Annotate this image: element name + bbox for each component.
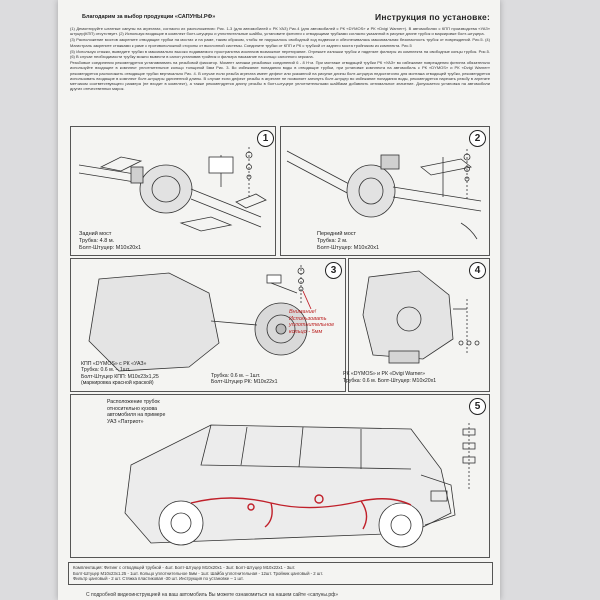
- step-number: 1: [257, 130, 274, 147]
- caption-line: УАЗ «Патриот»: [107, 418, 144, 425]
- caption-line: Трубка: 0.6 м. – 1шт.: [211, 373, 261, 379]
- caption-line: Передний мост: [317, 231, 357, 237]
- kit-line: Комплектация: Фитинг с отводящей трубкой…: [73, 565, 296, 570]
- video-note: С подробной видеоинструкцией на ваш авто…: [86, 592, 338, 598]
- warning-line: уплотнительное: [289, 322, 335, 328]
- kit-line: Фильтр цанговый - 2 шт. Стяжка пластиков…: [73, 576, 244, 582]
- gearbox-caption-b: Трубка: 0.6 м. – 1шт. Болт-Штуцер РК: М1…: [211, 373, 278, 386]
- caption-line: КПП «DYMOS» с РК «УАЗ»: [81, 361, 147, 367]
- caption-line: автомобиля на примере: [107, 412, 166, 418]
- caption-line: Болт-Штуцер: М10х20х1: [317, 245, 380, 251]
- caption-line: Задний мост: [79, 231, 112, 237]
- caption-line: (маркировка красной краской): [81, 379, 154, 386]
- page-title: Инструкция по установке:: [375, 12, 490, 22]
- gearbox-drawing: [88, 265, 312, 372]
- caption-line: Болт-Штуцер: М10х20х1: [79, 245, 142, 251]
- caption-line: РК «DYMOS» и РК «Dvigi Warner»: [343, 371, 425, 377]
- instruction-sheet: Благодарим за выбор продукции «САПУНЫ.РФ…: [58, 0, 500, 600]
- step-number: 4: [469, 262, 486, 279]
- caption-line: Болт-Штуцер РК: М10х22х1: [211, 379, 278, 386]
- front-axle-caption: Передний мост Трубка: 2 м. Болт-Штуцер: …: [317, 231, 379, 252]
- caption-line: Болт-Штуцер КПП: М10х23х1,25: [81, 373, 159, 380]
- transfer-case-caption: РК «DYMOS» и РК «Dvigi Warner» Трубка: 0…: [343, 371, 436, 384]
- front-axle-drawing: [286, 149, 482, 240]
- caption-line: Трубка: 0.6 м. – 1шт.: [81, 367, 131, 374]
- kit-line: Болт-Штуцер М10х23х1.25 - 1шт. Кольцо уп…: [73, 570, 324, 576]
- caption-line: Трубка: 4.8 м.: [79, 238, 115, 244]
- gearbox-caption-a: КПП «DYMOS» с РК «УАЗ» Трубка: 0.6 м. – …: [81, 361, 159, 386]
- panel-gearbox: 3 Внимание! Использовать уплотнительное …: [70, 258, 346, 392]
- panel-transfer-case: 4 РК «DYMOS» и РК «Dvigi Warner» Трубка:…: [343, 258, 490, 392]
- caption-line: Трубка: 2 м.: [317, 238, 348, 244]
- caption-line: Расположение трубок: [107, 399, 160, 405]
- intro-text: (1) Демонтируйте штатные сапуны на агрег…: [70, 26, 490, 92]
- step-number: 2: [469, 130, 486, 147]
- transfer-case-drawing: [362, 270, 480, 364]
- step-number: 3: [325, 262, 342, 279]
- intro-paragraph: (5) Используя стяжки, выведите трубки в …: [70, 48, 490, 60]
- caption-line: Трубка: 0.6 м. Болт-Штуцер: М10х20х1: [343, 377, 437, 384]
- intro-paragraph: (1) Демонтируйте штатные сапуны на агрег…: [70, 26, 490, 37]
- warning-note: Внимание! Использовать уплотнительное ко…: [289, 309, 334, 335]
- vehicle-drawing: [124, 423, 476, 548]
- rear-axle-caption: Задний мост Трубка: 4.8 м. Болт-Штуцер: …: [79, 231, 141, 252]
- warning-line: Использовать: [289, 315, 327, 322]
- thanks-text: Благодарим за выбор продукции «САПУНЫ.РФ…: [82, 14, 216, 20]
- panel-vehicle: 5 Расположение трубок относительно кузов…: [70, 394, 490, 558]
- kit-contents: Комплектация: Фитинг с отводящей трубкой…: [68, 562, 493, 585]
- intro-paragraph: Резьбовые соединения рекомендуется устан…: [70, 60, 490, 92]
- vehicle-caption: Расположение трубок относительно кузова …: [107, 399, 165, 425]
- warning-line: Внимание!: [289, 309, 317, 315]
- warning-line: кольцо - 5мм: [289, 328, 323, 335]
- step-number: 5: [469, 398, 486, 415]
- rear-axle-drawing: [78, 147, 267, 232]
- intro-paragraph: (3) Расположение мостов закрепите отводя…: [70, 37, 490, 48]
- caption-line: относительно кузова: [107, 405, 158, 412]
- panel-rear-axle: 1 Задний мост Трубка: 4.8 м. Болт-Штуцер…: [70, 126, 276, 256]
- panel-front-axle: 2 Передний мост Трубка: 2 м. Болт-Штуцер…: [280, 126, 490, 256]
